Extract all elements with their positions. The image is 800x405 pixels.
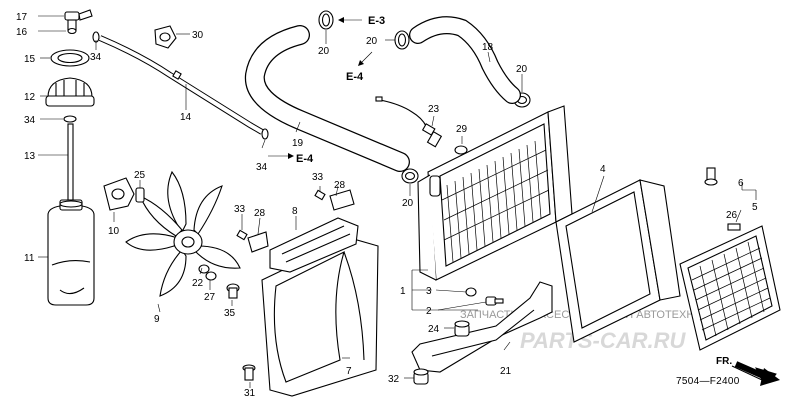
callout-6: 6 [738,178,744,189]
callout-1: 1 [400,286,406,297]
callout-34-top: 34 [90,52,102,63]
callout-34-mid: 34 [256,162,268,173]
callout-27: 27 [204,292,216,303]
hose-clamp-part-20-b [394,30,410,50]
callout-20-a: 20 [318,46,330,57]
callout-8: 8 [292,206,298,217]
bolt-part-35 [226,283,240,299]
callout-15: 15 [24,54,36,65]
radiator-part-1 [417,105,573,281]
callout-33-lower: 33 [234,204,246,215]
bracket-part-28-lower [247,231,269,253]
radiator-hose-part-18 [409,16,521,104]
callout-35: 35 [224,308,236,319]
callout-25: 25 [134,170,146,181]
reserve-tank-part-11 [47,199,95,306]
callout-26: 26 [726,210,738,221]
callout-33-upper: 33 [312,172,324,183]
callout-19: 19 [292,138,304,149]
callout-28-lower: 28 [254,208,266,219]
bracket-part-21 [411,281,553,373]
callout-20-c: 20 [516,64,528,75]
drain-washer-part-2 [485,296,504,306]
callout-3: 3 [426,286,432,297]
hose-clamp-part-30 [154,25,177,49]
bolt-part-33-lower [236,229,248,241]
callout-10: 10 [108,226,120,237]
tank-tube-part-13 [67,123,74,201]
screen-mesh [691,241,771,337]
callout-18: 18 [482,42,494,53]
callout-9: 9 [154,314,160,325]
callout-4: 4 [600,164,606,175]
cushion-part-32 [413,368,429,385]
hose-clamp-part-20-a [318,10,334,30]
drain-plug-part-3 [465,287,477,297]
clip-part-16 [67,27,77,35]
bolt-part-31 [242,364,256,381]
callout-17: 17 [16,12,28,23]
ref-e4-top-leader [361,51,373,63]
callout-2: 2 [426,306,432,317]
callout-31: 31 [244,388,256,399]
reserve-tank-cap-part-17 [64,9,93,31]
clip-part-34-mid [261,128,269,140]
callout-24: 24 [428,324,440,335]
callout-34-left: 34 [24,115,36,126]
packing-ring-part-15 [50,49,90,67]
callout-20-d: 20 [402,198,414,209]
callout-30: 30 [192,30,204,41]
o-ring-part-29 [454,145,468,155]
diagram-code: 7504—F2400 [676,376,740,387]
mount-rubber-part-24 [454,320,470,337]
fan-motor-part-10 [103,177,135,211]
fan-shroud-part-7 [261,237,379,397]
bracket-part-28-upper [329,189,355,211]
callout-11: 11 [24,253,35,264]
callout-22: 22 [192,278,204,289]
fan-switch-part-23 [375,96,443,148]
leader-lines [38,15,757,388]
callout-16: 16 [16,27,28,38]
clip-part-34-left [63,115,77,123]
callout-13: 13 [24,151,36,162]
bolt-part-33-upper [314,189,326,201]
tank-cap-part-12 [45,77,95,107]
callout-7: 7 [346,366,352,377]
watermark-brand: PARTS-CAR.RU [520,328,687,353]
screen-part-5 [679,225,781,351]
callout-12: 12 [24,92,36,103]
washer-part-22 [198,264,210,274]
ref-e4-top-arrow-icon [358,60,364,66]
stud-bolt [704,167,718,186]
callout-21: 21 [500,366,512,377]
overflow-hose-part-14 [98,35,264,135]
callout-32: 32 [388,374,400,385]
front-direction-label: FR. [716,356,732,367]
clip-part-26 [727,223,741,231]
callout-23: 23 [428,104,440,115]
condenser-part-4 [555,179,681,343]
callout-20-b: 20 [366,36,378,47]
hose-clamp-part-20-d [401,168,419,184]
callout-14: 14 [180,112,192,123]
ref-e3-arrow-icon [338,17,344,23]
ref-e4-mid-arrow-icon [288,153,294,159]
radiator-hose-part-19 [244,25,410,172]
callout-29: 29 [456,124,468,135]
fan-shroud-upper-part-8 [269,217,359,273]
ref-e4-mid: E-4 [296,153,314,165]
callout-5: 5 [752,202,758,213]
ref-e4-top: E-4 [346,71,364,83]
cooling-fan-part-9 [125,170,241,297]
ref-e3: E-3 [368,15,385,27]
front-direction-arrow-icon [731,361,780,386]
nut-part-27 [205,271,217,281]
radiator-fins [441,140,550,263]
callout-28-upper: 28 [334,180,346,191]
collar-part-25 [135,187,145,203]
